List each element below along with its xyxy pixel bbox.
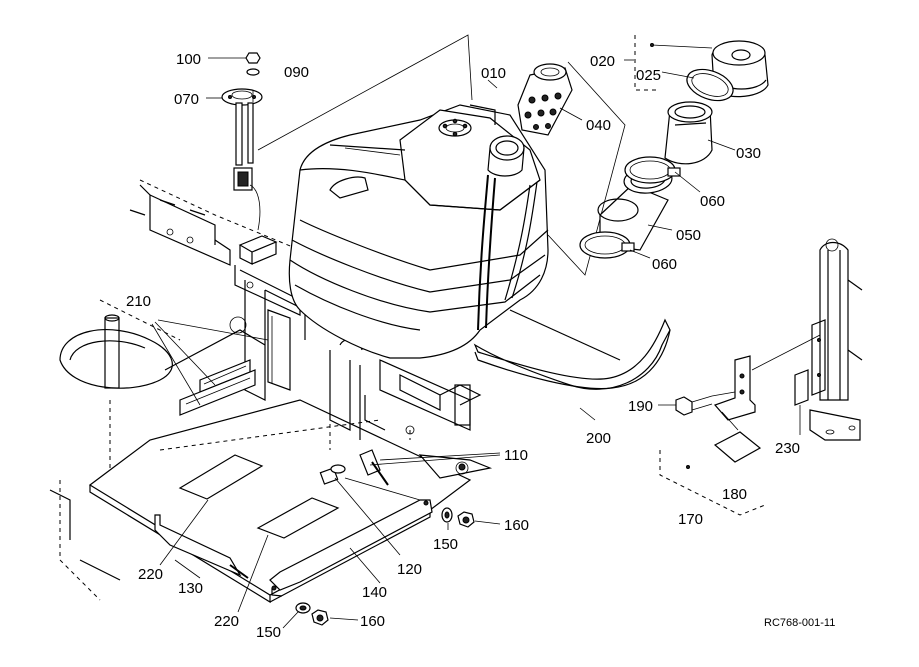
- label-150-b: 150: [256, 624, 281, 641]
- label-070: 070: [174, 91, 199, 108]
- fuel-sender-070: [221, 52, 278, 265]
- bracket-140: [269, 477, 433, 597]
- label-160-a: 160: [504, 517, 529, 534]
- label-220-b: 220: [214, 613, 239, 630]
- label-170: 170: [678, 511, 703, 528]
- label-090: 090: [284, 64, 309, 81]
- plate-180: [713, 411, 762, 463]
- clamp-060-bottom: [579, 231, 651, 259]
- fuel-tank-010: [288, 104, 549, 359]
- label-200: 200: [586, 430, 611, 447]
- part-labels: 100 090 070 010 020 025 040 030 060 050 …: [126, 51, 835, 641]
- label-220-a: 220: [138, 566, 163, 583]
- strainer-040: [517, 61, 626, 276]
- bracket-170: [659, 334, 821, 516]
- label-100: 100: [176, 51, 201, 68]
- label-140: 140: [362, 584, 387, 601]
- label-110: 110: [504, 447, 528, 464]
- nut-160-b: [311, 609, 329, 626]
- bracket-130: [154, 514, 249, 579]
- label-160-b: 160: [360, 613, 385, 630]
- filler-neck-030: [664, 101, 736, 165]
- label-190: 190: [628, 398, 653, 415]
- label-130: 130: [178, 580, 203, 597]
- label-030: 030: [736, 145, 761, 162]
- label-060-bottom: 060: [652, 256, 677, 273]
- label-060-top: 060: [700, 193, 725, 210]
- pads-220: [178, 454, 340, 539]
- label-230: 230: [775, 440, 800, 457]
- label-150-a: 150: [433, 536, 458, 553]
- rops-post: [794, 238, 863, 441]
- sender-leader-box: [252, 34, 473, 151]
- clamp-060-top: [624, 156, 701, 193]
- label-210: 210: [126, 293, 151, 310]
- tank-bracket: [359, 359, 493, 486]
- label-025: 025: [636, 67, 661, 84]
- label-120: 120: [397, 561, 422, 578]
- leader-lines: [159, 57, 801, 629]
- label-020: 020: [590, 53, 615, 70]
- bolt-120: [319, 464, 401, 556]
- pads-210: [151, 309, 291, 416]
- label-050: 050: [676, 227, 701, 244]
- reference-code: RC768-001-11: [764, 617, 835, 629]
- nut-160-a: [457, 511, 475, 528]
- label-180: 180: [722, 486, 747, 503]
- label-010: 010: [481, 65, 506, 82]
- bolt-190: [675, 391, 736, 416]
- fuel-strap-200: [473, 309, 671, 390]
- gasket-025: [686, 68, 734, 102]
- washer-150-b: [295, 602, 311, 614]
- chassis-frame: [49, 179, 472, 604]
- washer-150-a: [441, 507, 453, 523]
- label-040: 040: [586, 117, 611, 134]
